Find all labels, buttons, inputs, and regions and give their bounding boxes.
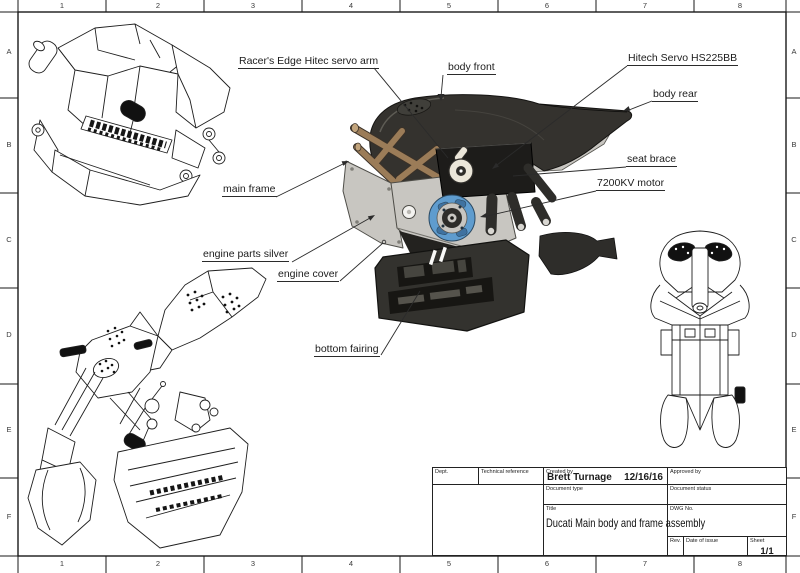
tail-vent-dots [186,290,241,314]
zone-col-top-7: 7 [642,1,648,10]
zone-row-left-b: B [6,140,12,149]
zone-col-top-8: 8 [737,1,743,10]
date-of-issue-label: Date of issue [686,538,719,544]
title-label: Title [546,506,557,512]
callout-main-frame: main frame [222,183,277,197]
title-block-approved-by-cell: Approved by [668,468,786,485]
rear-bracket-arms [485,163,557,236]
document-type-label: Document type [546,486,583,492]
zone-row-right-f: F [791,512,797,521]
zone-row-left-a: A [6,47,12,56]
callout-racers-edge-servo-arm: Racer's Edge Hitec servo arm [238,55,380,69]
title-block-empty-cell [433,485,544,555]
callout-engine-cover: engine cover [277,268,340,282]
title-block: Dept. Technical reference Created by Bre… [432,467,787,557]
title-block-date-of-issue-cell: Date of issue [684,537,748,555]
document-status-label: Document status [670,486,712,492]
tank-vent-dots [98,326,126,374]
dwg-no-label: DWG No. [670,506,694,512]
zone-col-top-5: 5 [446,1,452,10]
zone-row-right-d: D [791,330,797,339]
sheet-label: Sheet [750,538,765,544]
zone-row-left-d: D [6,330,12,339]
title-block-title-cell: Title Ducati Main body and frame assembl… [544,505,706,555]
callout-leaders [275,65,653,356]
callout-hitech-servo: Hitech Servo HS225BB [627,52,739,66]
view-side-assembly-colored [342,94,633,332]
callout-body-front: body front [447,61,496,75]
zone-col-bot-8: 8 [737,559,743,568]
zone-row-right-e: E [791,425,797,434]
title-block-rev-cell: Rev. [668,537,684,555]
callout-7200kv-motor: 7200KV motor [596,177,666,191]
zone-row-right-c: C [791,235,797,244]
title-block-sheet-cell: Sheet 1/1 [748,537,786,557]
zone-col-bot-1: 1 [59,559,65,568]
zone-col-bot-6: 6 [544,559,550,568]
title-block-created-by-cell: Created by Brett Turnage 12/16/16 [544,468,668,485]
zone-col-bot-3: 3 [250,559,256,568]
created-by-label: Created by [546,469,573,475]
callout-body-rear: body rear [652,88,699,102]
dept-label: Dept. [435,469,449,475]
zone-col-top-6: 6 [544,1,550,10]
callout-engine-parts-silver: engine parts silver [202,248,290,262]
drawing-title: Ducati Main body and frame assembly [546,516,706,530]
technical-reference-label: Technical reference [481,469,529,475]
zone-row-right-a: A [791,47,797,56]
tank-servo-plate [396,98,432,116]
leader-arrowheads [341,94,631,221]
created-date-value: 12/16/16 [624,472,663,483]
zone-col-top-3: 3 [250,1,256,10]
created-by-value: Brett Turnage [547,472,612,483]
rev-label: Rev. [670,538,681,544]
zone-row-left-f: F [6,512,12,521]
zone-col-bot-4: 4 [348,559,354,568]
title-block-technical-reference-cell: Technical reference [479,468,544,485]
title-block-document-type-cell: Document type [544,485,668,505]
intake-dots [674,245,726,255]
zone-col-bot-7: 7 [642,559,648,568]
view-top-iso-wireframe [27,267,267,549]
approved-by-label: Approved by [670,469,701,475]
zone-row-right-b: B [791,140,797,149]
view-front-wireframe [650,230,750,448]
zone-col-top-1: 1 [59,1,65,10]
callout-bottom-fairing: bottom fairing [314,343,380,357]
zone-col-bot-2: 2 [155,559,161,568]
zone-row-left-e: E [6,425,12,434]
sheet-value: 1/1 [760,546,774,557]
title-block-dept-cell: Dept. [433,468,479,485]
zone-col-bot-5: 5 [446,559,452,568]
view-rear-iso-wireframe [28,23,231,206]
zone-col-top-4: 4 [348,1,354,10]
title-block-document-status-cell: Document status [668,485,786,505]
callout-seat-brace: seat brace [626,153,678,167]
title-block-dwg-no-cell: DWG No. [668,505,786,537]
zone-col-top-2: 2 [155,1,161,10]
zone-row-left-c: C [6,235,12,244]
heel-guard [538,231,618,276]
